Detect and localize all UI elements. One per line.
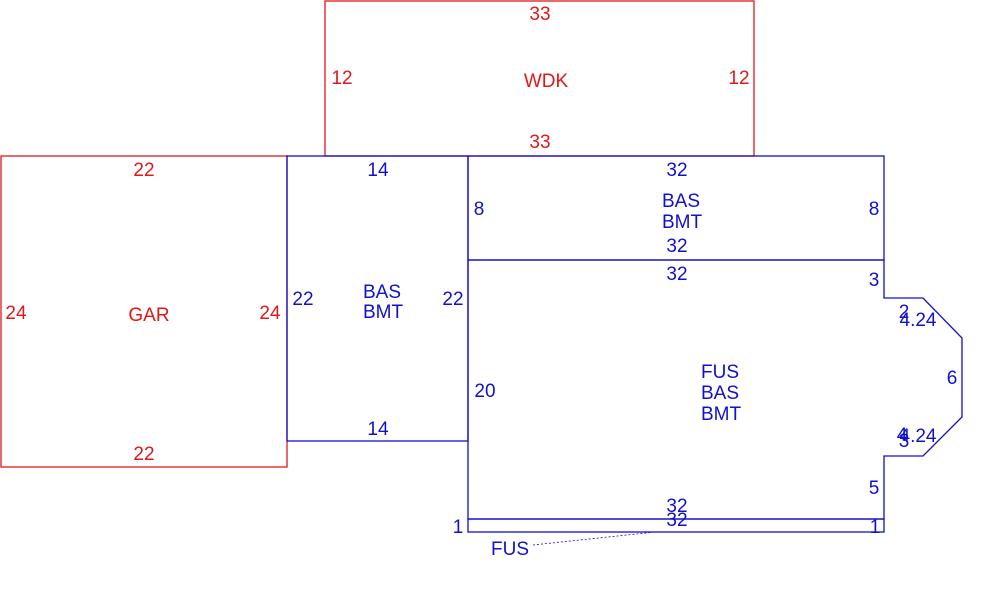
main-label-bmt: BMT: [701, 404, 742, 425]
bas-top-left-dim: 8: [474, 199, 485, 220]
bas-top-bottom-dim: 32: [666, 236, 687, 257]
wdk-top-dim: 33: [529, 4, 550, 25]
bas-left-right-dim: 22: [442, 289, 463, 310]
fus-strip-top-dim: 32: [666, 510, 687, 531]
wdk-bottom-dim: 33: [529, 132, 550, 153]
bas-top-label-bmt: BMT: [662, 212, 703, 233]
main-left-dim: 20: [474, 381, 495, 402]
bas-top-top-dim: 32: [666, 160, 687, 181]
bay-top-short-dim: 2: [899, 302, 910, 323]
gar-top-dim: 22: [133, 160, 154, 181]
bas-top-right-dim: 8: [869, 199, 880, 220]
wdk-left-dim: 12: [331, 68, 352, 89]
fus-strip-label: FUS: [491, 539, 529, 560]
bas-left-label-bas: BAS: [363, 282, 401, 303]
bas-left-left-dim: 22: [292, 289, 313, 310]
main-bottom-dim: 32: [666, 496, 687, 517]
bay-bottom-short-a-dim: 4: [897, 425, 908, 446]
bas-left-top-dim: 14: [367, 160, 389, 181]
fus-leader-line: [532, 531, 656, 546]
main-right-lower-dim: 5: [869, 478, 880, 499]
gar-label: GAR: [128, 305, 169, 326]
bay-top-diag-dim: 4.24: [900, 310, 937, 331]
main-label-bas: BAS: [701, 383, 739, 404]
gar-right-dim: 24: [259, 303, 281, 324]
wdk-right-dim: 12: [728, 68, 749, 89]
fus-strip-right-dim: 1: [870, 517, 881, 538]
main-top-dim: 32: [666, 264, 687, 285]
fus-strip-outline[interactable]: [467, 518, 885, 533]
gar-bottom-dim: 22: [133, 444, 154, 465]
bay-bottom-diag-dim: 4.24: [900, 426, 937, 447]
main-right-upper-dim: 3: [869, 270, 880, 291]
main-label-fus: FUS: [701, 362, 739, 383]
bay-front-dim: 6: [947, 368, 958, 389]
fus-strip-left-dim: 1: [453, 517, 464, 538]
bay-bottom-short-b-dim: 3: [899, 431, 910, 452]
bas-left-label-bmt: BMT: [363, 302, 404, 323]
bas-left-bottom-dim: 14: [367, 419, 389, 440]
wdk-label: WDK: [524, 71, 569, 92]
bas-top-label-bas: BAS: [662, 191, 700, 212]
gar-left-dim: 24: [5, 303, 27, 324]
